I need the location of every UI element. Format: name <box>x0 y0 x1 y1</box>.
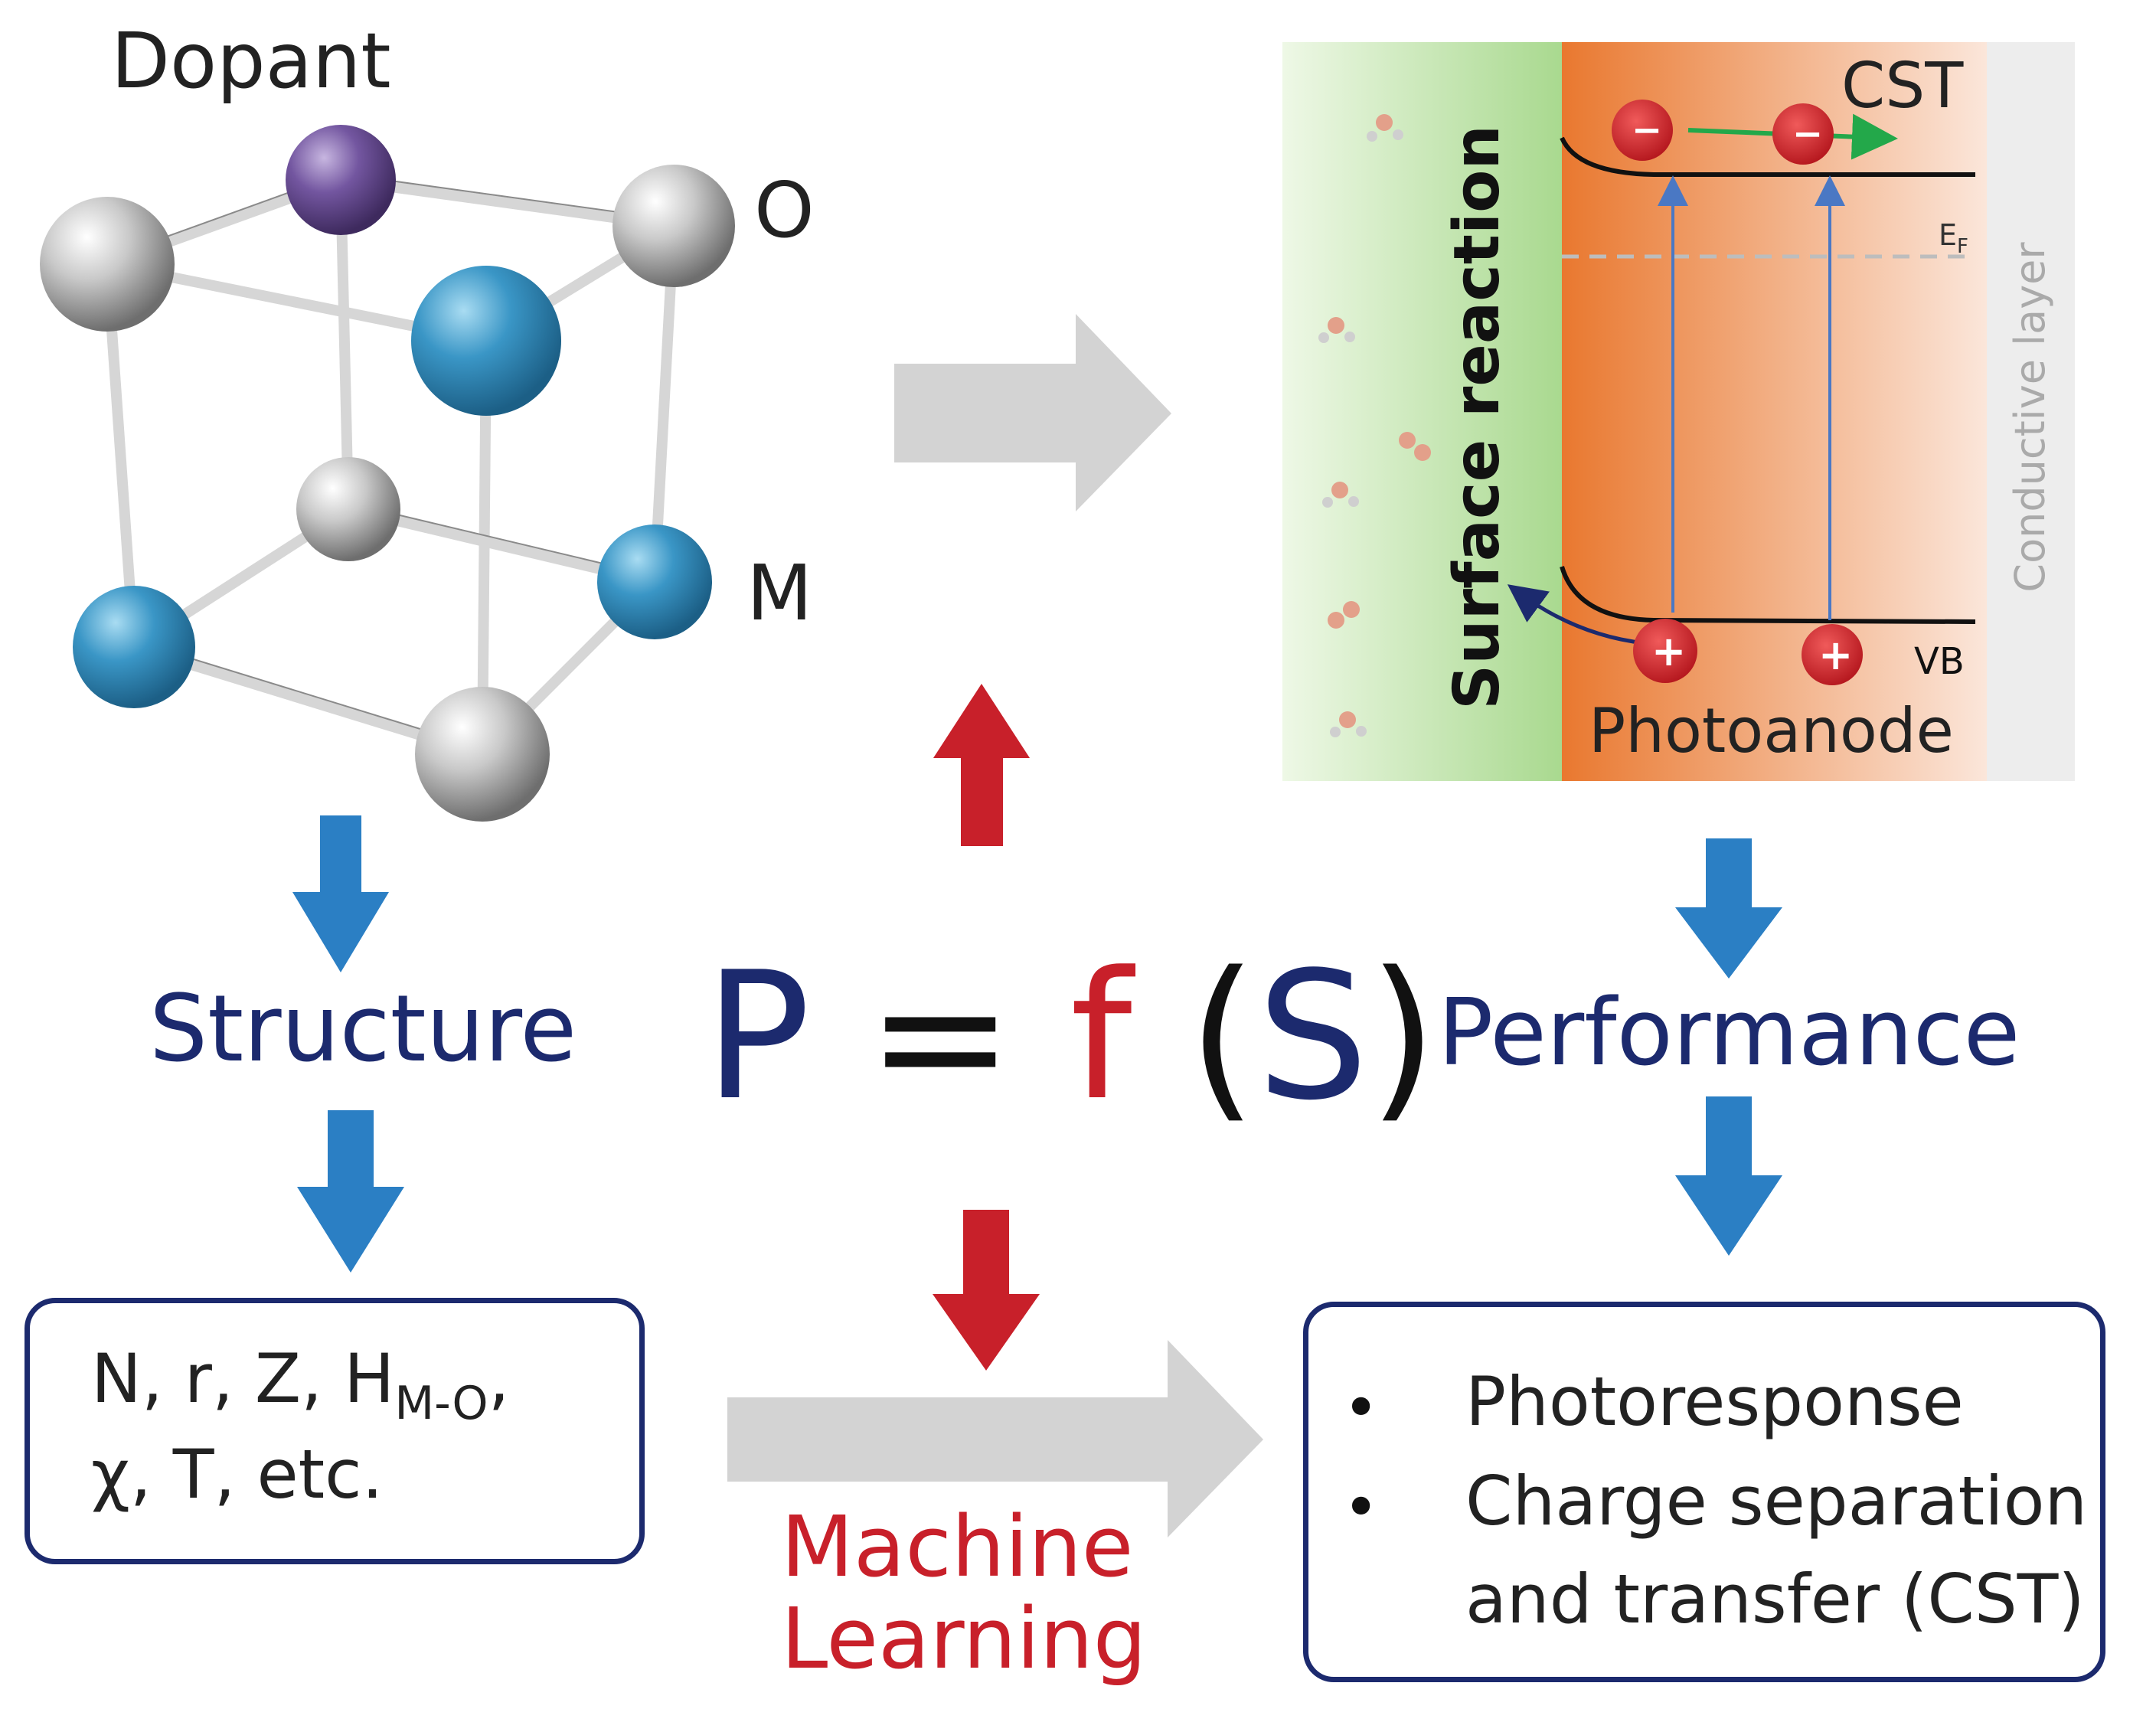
cst-label: CST <box>1841 50 1964 123</box>
lattice-bonds <box>102 175 679 760</box>
oxygen-label: O <box>754 165 815 255</box>
conductive-layer-region <box>1987 42 2075 781</box>
equation-p: P <box>704 935 811 1139</box>
atom-o <box>296 457 400 561</box>
down-arrow-structure <box>292 815 389 972</box>
charge-symbol: − <box>1792 113 1824 155</box>
equation-eq: = <box>866 935 1014 1139</box>
hole-transfer-arrow <box>1507 584 1645 645</box>
ml-label-line-1: Machine <box>781 1498 1134 1596</box>
structure-label: Structure <box>149 976 577 1083</box>
descriptor-box: N, r, Z, HM-O, χ, T, etc. <box>24 1298 645 1564</box>
atom-dopant <box>286 125 396 235</box>
fermi-text: EF <box>1939 218 1968 258</box>
charge-symbol: + <box>1818 631 1854 679</box>
charge-symbol: + <box>1651 627 1687 675</box>
bullet: • <box>1343 1372 1380 1443</box>
electrolyte-region <box>1282 42 1562 781</box>
descriptor-main: N, r, Z, H <box>91 1339 395 1418</box>
metal-label: M <box>746 548 813 638</box>
up-arrow-red <box>933 684 1030 846</box>
oxygen-molecule-icon <box>1328 432 1431 629</box>
bullet: • <box>1343 1472 1380 1543</box>
conduction-band <box>1560 136 1975 177</box>
valence-band <box>1560 566 1976 624</box>
hole-icon <box>1633 619 1697 683</box>
water-molecule-icon <box>1318 114 1403 737</box>
atom-o <box>612 165 735 287</box>
descriptor-line-2: χ, T, etc. <box>91 1435 384 1514</box>
atom-m <box>597 524 712 639</box>
conductive-layer-label: Conductive layer <box>2006 242 2054 593</box>
semiconductor-region <box>1562 42 1987 781</box>
descriptor-to-outcome-arrow <box>727 1340 1263 1537</box>
charge-symbol: − <box>1632 109 1663 152</box>
photoanode-panel <box>1282 42 2075 781</box>
vb-label: VB <box>1914 640 1965 683</box>
equation: P = f (S) <box>704 949 1437 1126</box>
outcome-item-1: Photoresponse <box>1465 1362 1964 1441</box>
atom-o <box>415 687 550 822</box>
lattice-cube <box>40 125 735 822</box>
atom-m <box>73 586 195 708</box>
descriptor-sub: M-O <box>394 1377 488 1430</box>
fermi-label: EF <box>1939 218 1968 258</box>
equation-rparen: ) <box>1368 935 1438 1139</box>
down-arrow-outcomes <box>1675 1096 1782 1256</box>
performance-label: Performance <box>1438 980 2020 1087</box>
descriptor-comma: , <box>488 1339 510 1418</box>
ml-label-line-2: Learning <box>781 1590 1147 1688</box>
down-arrow-red <box>933 1210 1040 1371</box>
outcome-item-2-line-2: and transfer (CST) <box>1465 1560 2085 1639</box>
atom-m <box>411 266 561 416</box>
electron-icon <box>1772 103 1834 165</box>
down-arrow-performance <box>1675 838 1782 979</box>
equation-f: f <box>1070 935 1132 1139</box>
equation-s: S <box>1256 935 1369 1139</box>
electron-icon <box>1612 100 1673 161</box>
outcome-item-2-line-1: Charge separation <box>1465 1462 2088 1541</box>
photoanode-label: Photoanode <box>1589 695 1954 766</box>
descriptor-line-1: N, r, Z, HM-O, <box>91 1345 510 1427</box>
equation-lparen: ( <box>1187 935 1257 1139</box>
lattice-to-photoanode-arrow <box>894 314 1171 511</box>
atom-o <box>40 197 175 332</box>
outcome-box: • Photoresponse • Charge separation and … <box>1303 1302 2105 1682</box>
down-arrow-descriptors <box>297 1110 404 1273</box>
dopant-label: Dopant <box>111 16 391 106</box>
fermi-subscript: F <box>1957 235 1968 258</box>
hole-icon <box>1802 624 1863 685</box>
surface-reaction-label: Surface reaction <box>1441 125 1514 710</box>
